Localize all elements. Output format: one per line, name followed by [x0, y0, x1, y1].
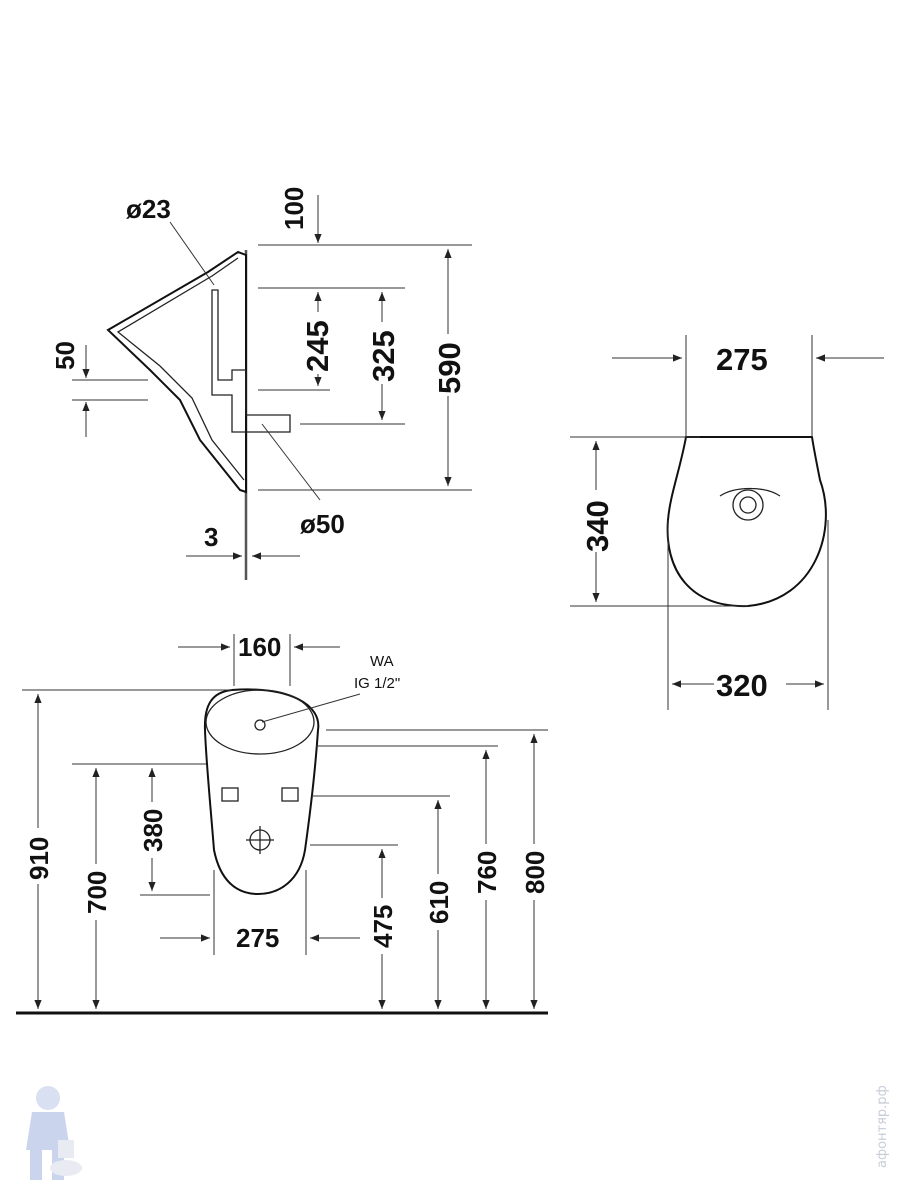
drain-icon: [732, 489, 764, 521]
dim-475: 475: [368, 905, 398, 948]
dim-320: 320: [716, 668, 768, 703]
dim-760: 760: [472, 851, 502, 894]
front-view: 160 WA IG 1/2" 910 700 380 275: [16, 632, 550, 1015]
dim-325: 325: [366, 330, 401, 382]
dim-d23: ø23: [126, 194, 171, 224]
front-top-rim: [205, 689, 315, 755]
dim-3: 3: [204, 522, 218, 552]
urinal-side-inner: [116, 257, 245, 481]
dim-275-top: 275: [716, 342, 768, 377]
dim-100: 100: [279, 187, 309, 230]
ig-label: IG 1/2": [354, 675, 400, 692]
inlet-icon: [254, 719, 266, 731]
dim-700: 700: [82, 871, 112, 914]
top-view: 275 340 320: [570, 335, 884, 710]
side-view: 100 ø23 50 245 325 590 ø50 3: [50, 187, 472, 580]
urinal-top-body: [666, 436, 827, 608]
dim-380: 380: [138, 809, 168, 852]
dim-590: 590: [432, 342, 467, 394]
urinal-front-body: [203, 688, 320, 896]
dim-800: 800: [520, 851, 550, 894]
fixing-right: [281, 787, 299, 802]
dim-275-front: 275: [236, 923, 279, 953]
dim-160: 160: [238, 632, 281, 662]
internal-pipe: [211, 289, 291, 433]
wa-label: WA: [370, 653, 394, 670]
watermark: афонтяр.рф: [875, 1085, 890, 1168]
dim-50: 50: [50, 341, 80, 370]
dim-910: 910: [24, 837, 54, 880]
dim-d50: ø50: [300, 509, 345, 539]
dim-610: 610: [424, 881, 454, 924]
drain-ring: [719, 487, 781, 497]
dim-340: 340: [580, 500, 615, 552]
dim-245: 245: [300, 320, 335, 372]
fixing-left: [221, 787, 239, 802]
plumber-logo: [26, 1086, 82, 1180]
